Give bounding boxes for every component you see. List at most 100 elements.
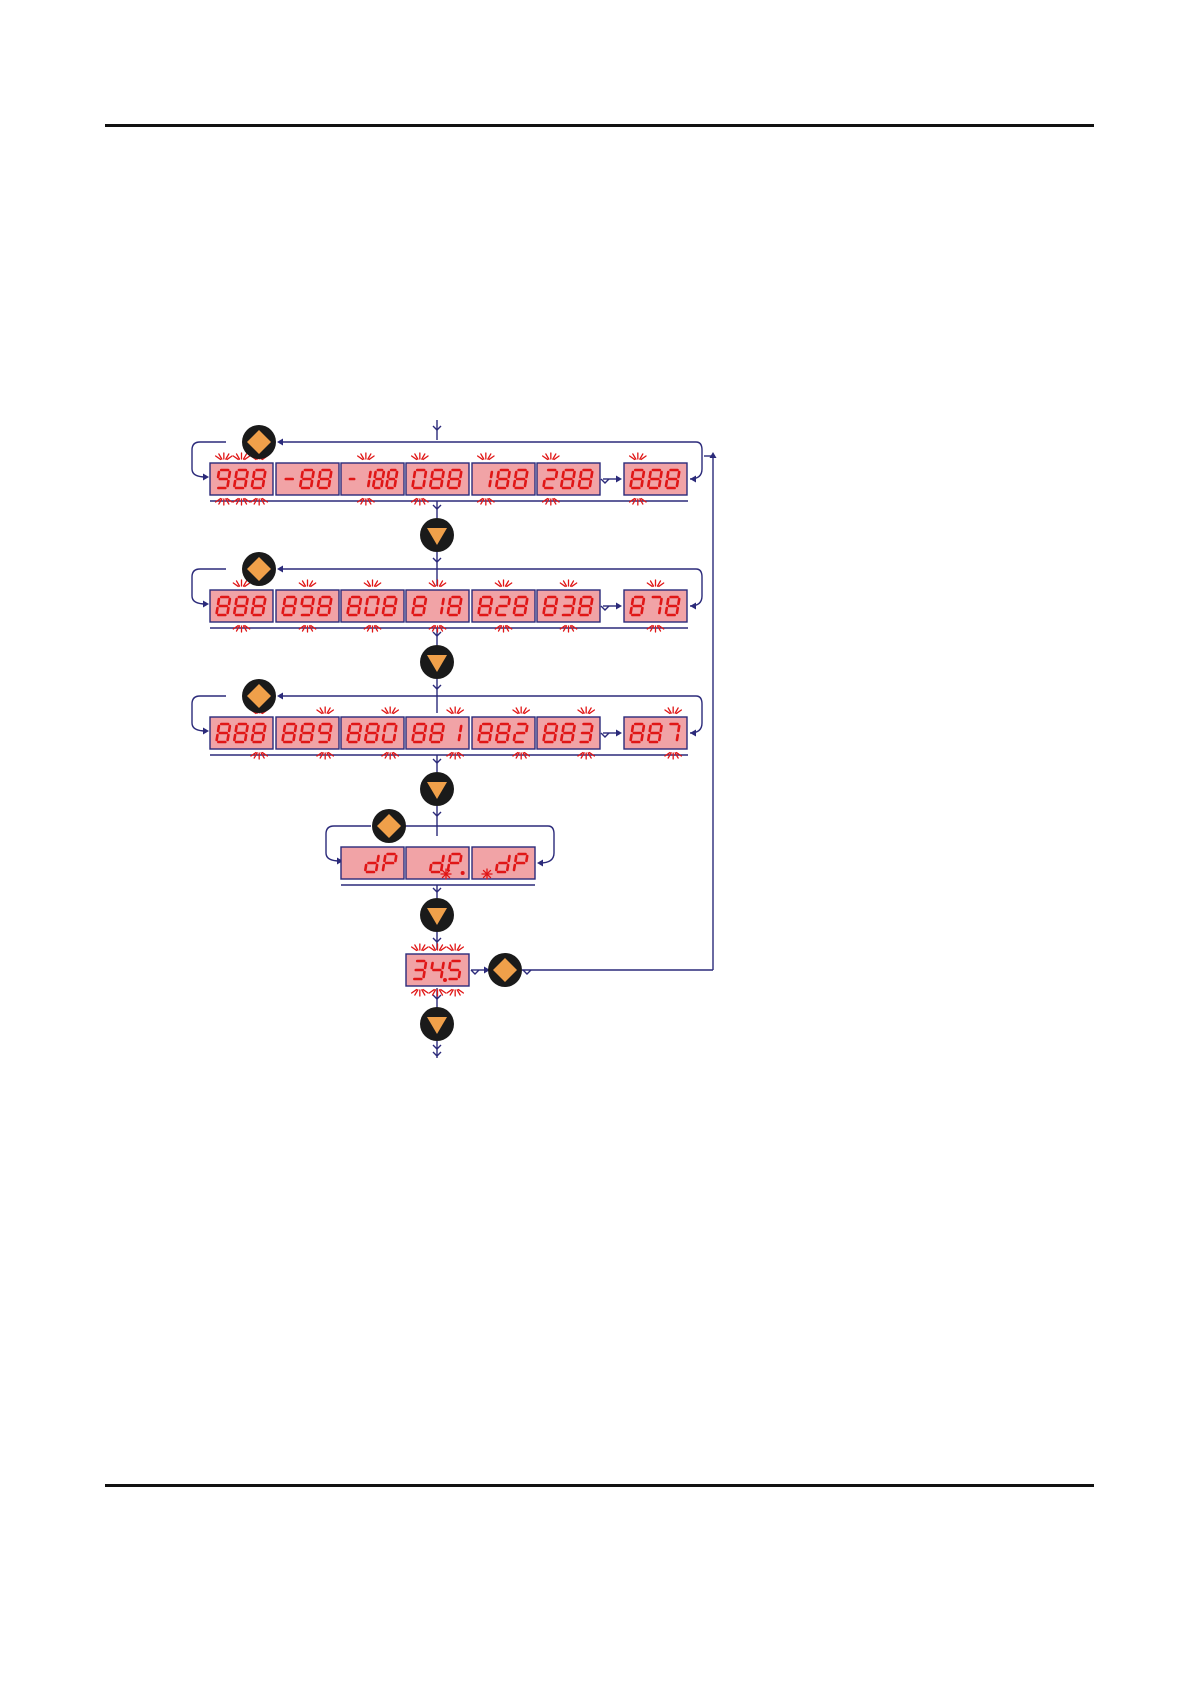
- segment-c: [459, 481, 460, 486]
- display-row-1-5: [537, 453, 600, 505]
- segment-b: [395, 726, 396, 731]
- segment-b: [526, 856, 527, 861]
- segment-b: [574, 726, 575, 731]
- down-button-row-3[interactable]: [420, 772, 454, 806]
- segment-f: [498, 726, 499, 731]
- segment-e: [479, 608, 480, 613]
- mode-button-row-dp[interactable]: [372, 809, 406, 843]
- segment-b: [443, 726, 444, 731]
- segment-b: [229, 599, 230, 604]
- segment-e: [579, 608, 580, 613]
- segment-b: [247, 599, 248, 604]
- segment-f: [545, 726, 546, 731]
- segment-c: [659, 481, 660, 486]
- segment-e: [373, 481, 374, 486]
- segment-f: [253, 599, 254, 604]
- segment-e: [496, 608, 497, 613]
- segment-e: [631, 735, 632, 740]
- segment-c: [329, 481, 330, 486]
- segment-f: [284, 599, 285, 604]
- segment-f: [449, 856, 450, 861]
- down-button-row-final[interactable]: [420, 1007, 454, 1041]
- segment-f: [375, 472, 376, 477]
- display-row-3-6: [624, 707, 687, 759]
- enter-button[interactable]: [488, 953, 522, 987]
- segment-b: [313, 726, 314, 731]
- display-row-3-3: [406, 707, 469, 759]
- blink-star: [482, 869, 492, 879]
- segment-e: [448, 481, 449, 486]
- segment-e: [479, 735, 480, 740]
- segment-f: [218, 726, 219, 731]
- segment-e: [234, 481, 235, 486]
- down-button-row-2[interactable]: [420, 645, 454, 679]
- segment-b: [295, 599, 296, 604]
- mode-button-row-3[interactable]: [242, 679, 276, 713]
- segment-b: [574, 599, 575, 604]
- display-row-dp-0: [341, 847, 404, 879]
- segment-c: [329, 735, 330, 740]
- segment-e: [579, 481, 580, 486]
- segment-f: [414, 726, 415, 731]
- segment-e: [383, 865, 384, 870]
- segment-f: [515, 472, 516, 477]
- segment-e: [666, 481, 667, 486]
- mode-button-row-1[interactable]: [242, 425, 276, 459]
- segment-c: [329, 608, 330, 613]
- segment-f: [545, 599, 546, 604]
- arrowhead: [690, 603, 696, 610]
- loop-right: [540, 826, 554, 863]
- segment-e: [234, 735, 235, 740]
- segment-e: [496, 735, 497, 740]
- segment-e: [300, 735, 301, 740]
- mode-button-row-2[interactable]: [242, 552, 276, 586]
- segment-c: [245, 735, 246, 740]
- segment-b: [460, 472, 461, 477]
- segment-c: [507, 481, 508, 486]
- segment-b: [591, 599, 592, 604]
- segment-b: [443, 963, 444, 968]
- segment-f: [302, 726, 303, 731]
- segment-c: [441, 608, 442, 613]
- segment-b: [460, 599, 461, 604]
- segment-c: [228, 481, 229, 486]
- segment-f: [515, 599, 516, 604]
- display-row-1-6: [624, 453, 687, 505]
- decimal-point: [443, 978, 447, 982]
- segment-b: [396, 472, 397, 477]
- segment-e: [283, 735, 284, 740]
- segment-b: [661, 472, 662, 477]
- segment-e: [514, 608, 515, 613]
- down-button-row-dp[interactable]: [420, 898, 454, 932]
- segment-b: [661, 726, 662, 731]
- segment-b: [264, 599, 265, 604]
- segment-f: [650, 726, 651, 731]
- segment-c: [659, 735, 660, 740]
- segment-e: [413, 608, 414, 613]
- display-row-2-0: [210, 580, 273, 632]
- segment-b: [378, 599, 379, 604]
- segment-f: [580, 599, 581, 604]
- segment-f: [236, 599, 237, 604]
- segment-e: [448, 865, 449, 870]
- display-row-3-1: [276, 707, 339, 759]
- segment-b: [643, 599, 644, 604]
- segment-b: [591, 472, 592, 477]
- segment-f: [580, 472, 581, 477]
- segment-c: [507, 735, 508, 740]
- arrowhead: [690, 476, 696, 483]
- down-button-row-1[interactable]: [420, 518, 454, 552]
- segment-f: [236, 726, 237, 731]
- segment-b: [247, 726, 248, 731]
- display-row-2-1: [276, 580, 339, 632]
- segment-c: [359, 735, 360, 740]
- segment-e: [430, 735, 431, 740]
- segment-c: [424, 972, 425, 977]
- segment-f: [253, 726, 254, 731]
- segment-b: [229, 726, 230, 731]
- segment-f: [319, 599, 320, 604]
- display-row-3-2: [341, 707, 404, 759]
- segment-f: [480, 599, 481, 604]
- segment-b: [330, 472, 331, 477]
